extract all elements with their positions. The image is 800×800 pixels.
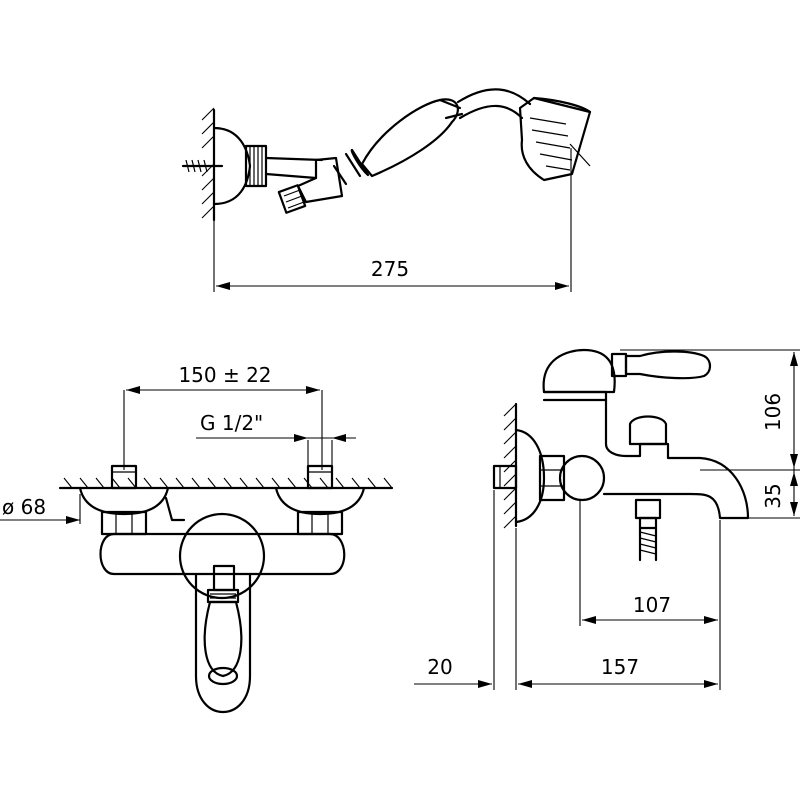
shower-handle	[332, 88, 532, 186]
wall-screw	[181, 159, 224, 173]
side-lever	[610, 350, 712, 380]
mixer-side-view: 106 35 107 20 157	[414, 348, 800, 690]
dim-275: 275	[371, 257, 409, 281]
lever-handle	[203, 564, 243, 686]
side-nut	[538, 454, 566, 502]
left-flange	[78, 486, 170, 516]
dim-68: ø 68	[2, 495, 46, 519]
bracket-nut	[244, 144, 268, 188]
left-nut	[100, 510, 148, 536]
side-body	[542, 390, 750, 520]
hose-outlet	[634, 498, 662, 562]
side-dome	[542, 348, 616, 394]
mixer-front-view: 150 ± 22 G 1/2" ø 68	[0, 363, 394, 713]
right-inlet	[306, 464, 334, 490]
dim-20: 20	[427, 655, 452, 679]
dim-107: 107	[633, 593, 671, 617]
hose-connector	[277, 156, 344, 214]
side-inlet	[492, 464, 518, 490]
wall-hatch	[201, 107, 215, 219]
dim-106: 106	[761, 393, 785, 431]
dim-35: 35	[761, 483, 785, 508]
side-body-ring	[558, 454, 606, 502]
side-flange	[514, 428, 546, 524]
bracket-arm	[264, 156, 324, 180]
dim-thread: G 1/2"	[200, 411, 263, 435]
hand-shower-view: 275	[181, 88, 592, 292]
diverter-knob	[628, 415, 668, 446]
right-flange	[274, 486, 366, 516]
lever-cap	[178, 512, 266, 600]
dim-150: 150 ± 22	[178, 363, 271, 387]
right-nut	[296, 510, 344, 536]
dim-157: 157	[601, 655, 639, 679]
mixer-body	[99, 532, 346, 576]
lever-loop	[194, 572, 252, 713]
shower-head	[518, 96, 592, 182]
